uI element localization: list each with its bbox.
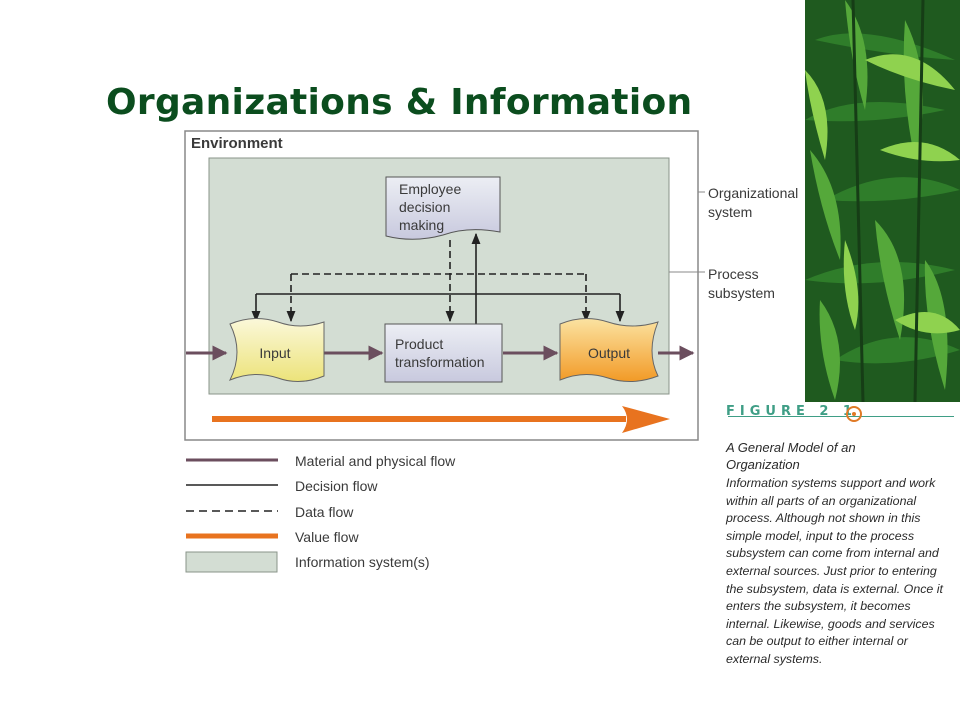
input-label: Input bbox=[259, 345, 290, 361]
legend-label-material: Material and physical flow bbox=[295, 453, 456, 469]
figure-label-text: FIGURE 2 1 bbox=[726, 404, 857, 419]
product-label-line2: transformation bbox=[395, 354, 484, 370]
figure-label-rule bbox=[728, 416, 954, 417]
product-label-line1: Product bbox=[395, 336, 443, 352]
process-subsystem-label-line2: subsystem bbox=[708, 285, 775, 301]
decision-flow-lines bbox=[251, 232, 625, 324]
product-transformation-box bbox=[384, 323, 503, 383]
legend-label-data: Data flow bbox=[295, 504, 354, 520]
legend-label-decision: Decision flow bbox=[295, 478, 378, 494]
legend-label-value: Value flow bbox=[295, 529, 359, 545]
caption-text: Information systems support and work wit… bbox=[726, 476, 943, 666]
input-box bbox=[228, 318, 325, 382]
org-system-label-line2: system bbox=[708, 204, 752, 220]
bamboo-leaves-decoration bbox=[805, 0, 960, 402]
legend-label-system: Information system(s) bbox=[295, 554, 430, 570]
value-flow-arrow bbox=[212, 406, 670, 433]
figure-label: FIGURE 2 1 bbox=[726, 404, 956, 426]
legend-swatch-system bbox=[185, 551, 278, 573]
figure-caption: FIGURE 2 1 A General Model of an Organiz… bbox=[726, 404, 956, 669]
environment-label: Environment bbox=[191, 135, 283, 152]
org-system-label-line1: Organizational bbox=[708, 185, 798, 201]
employee-label-line3: making bbox=[399, 217, 444, 233]
organization-model-diagram: Environment Employee decision making Inp… bbox=[184, 130, 798, 573]
data-flow-lines bbox=[286, 240, 591, 323]
slide-title: Organizations & Information bbox=[106, 82, 693, 123]
legend: Material and physical flow Decision flow… bbox=[185, 453, 456, 573]
caption-title: A General Model of an Organization bbox=[726, 440, 856, 472]
process-subsystem-label-line1: Process bbox=[708, 266, 759, 282]
employee-label-line1: Employee bbox=[399, 181, 461, 197]
output-label: Output bbox=[588, 345, 630, 361]
target-icon bbox=[846, 406, 862, 422]
output-box bbox=[559, 318, 659, 382]
employee-decision-box bbox=[385, 176, 501, 240]
employee-label-line2: decision bbox=[399, 199, 450, 215]
